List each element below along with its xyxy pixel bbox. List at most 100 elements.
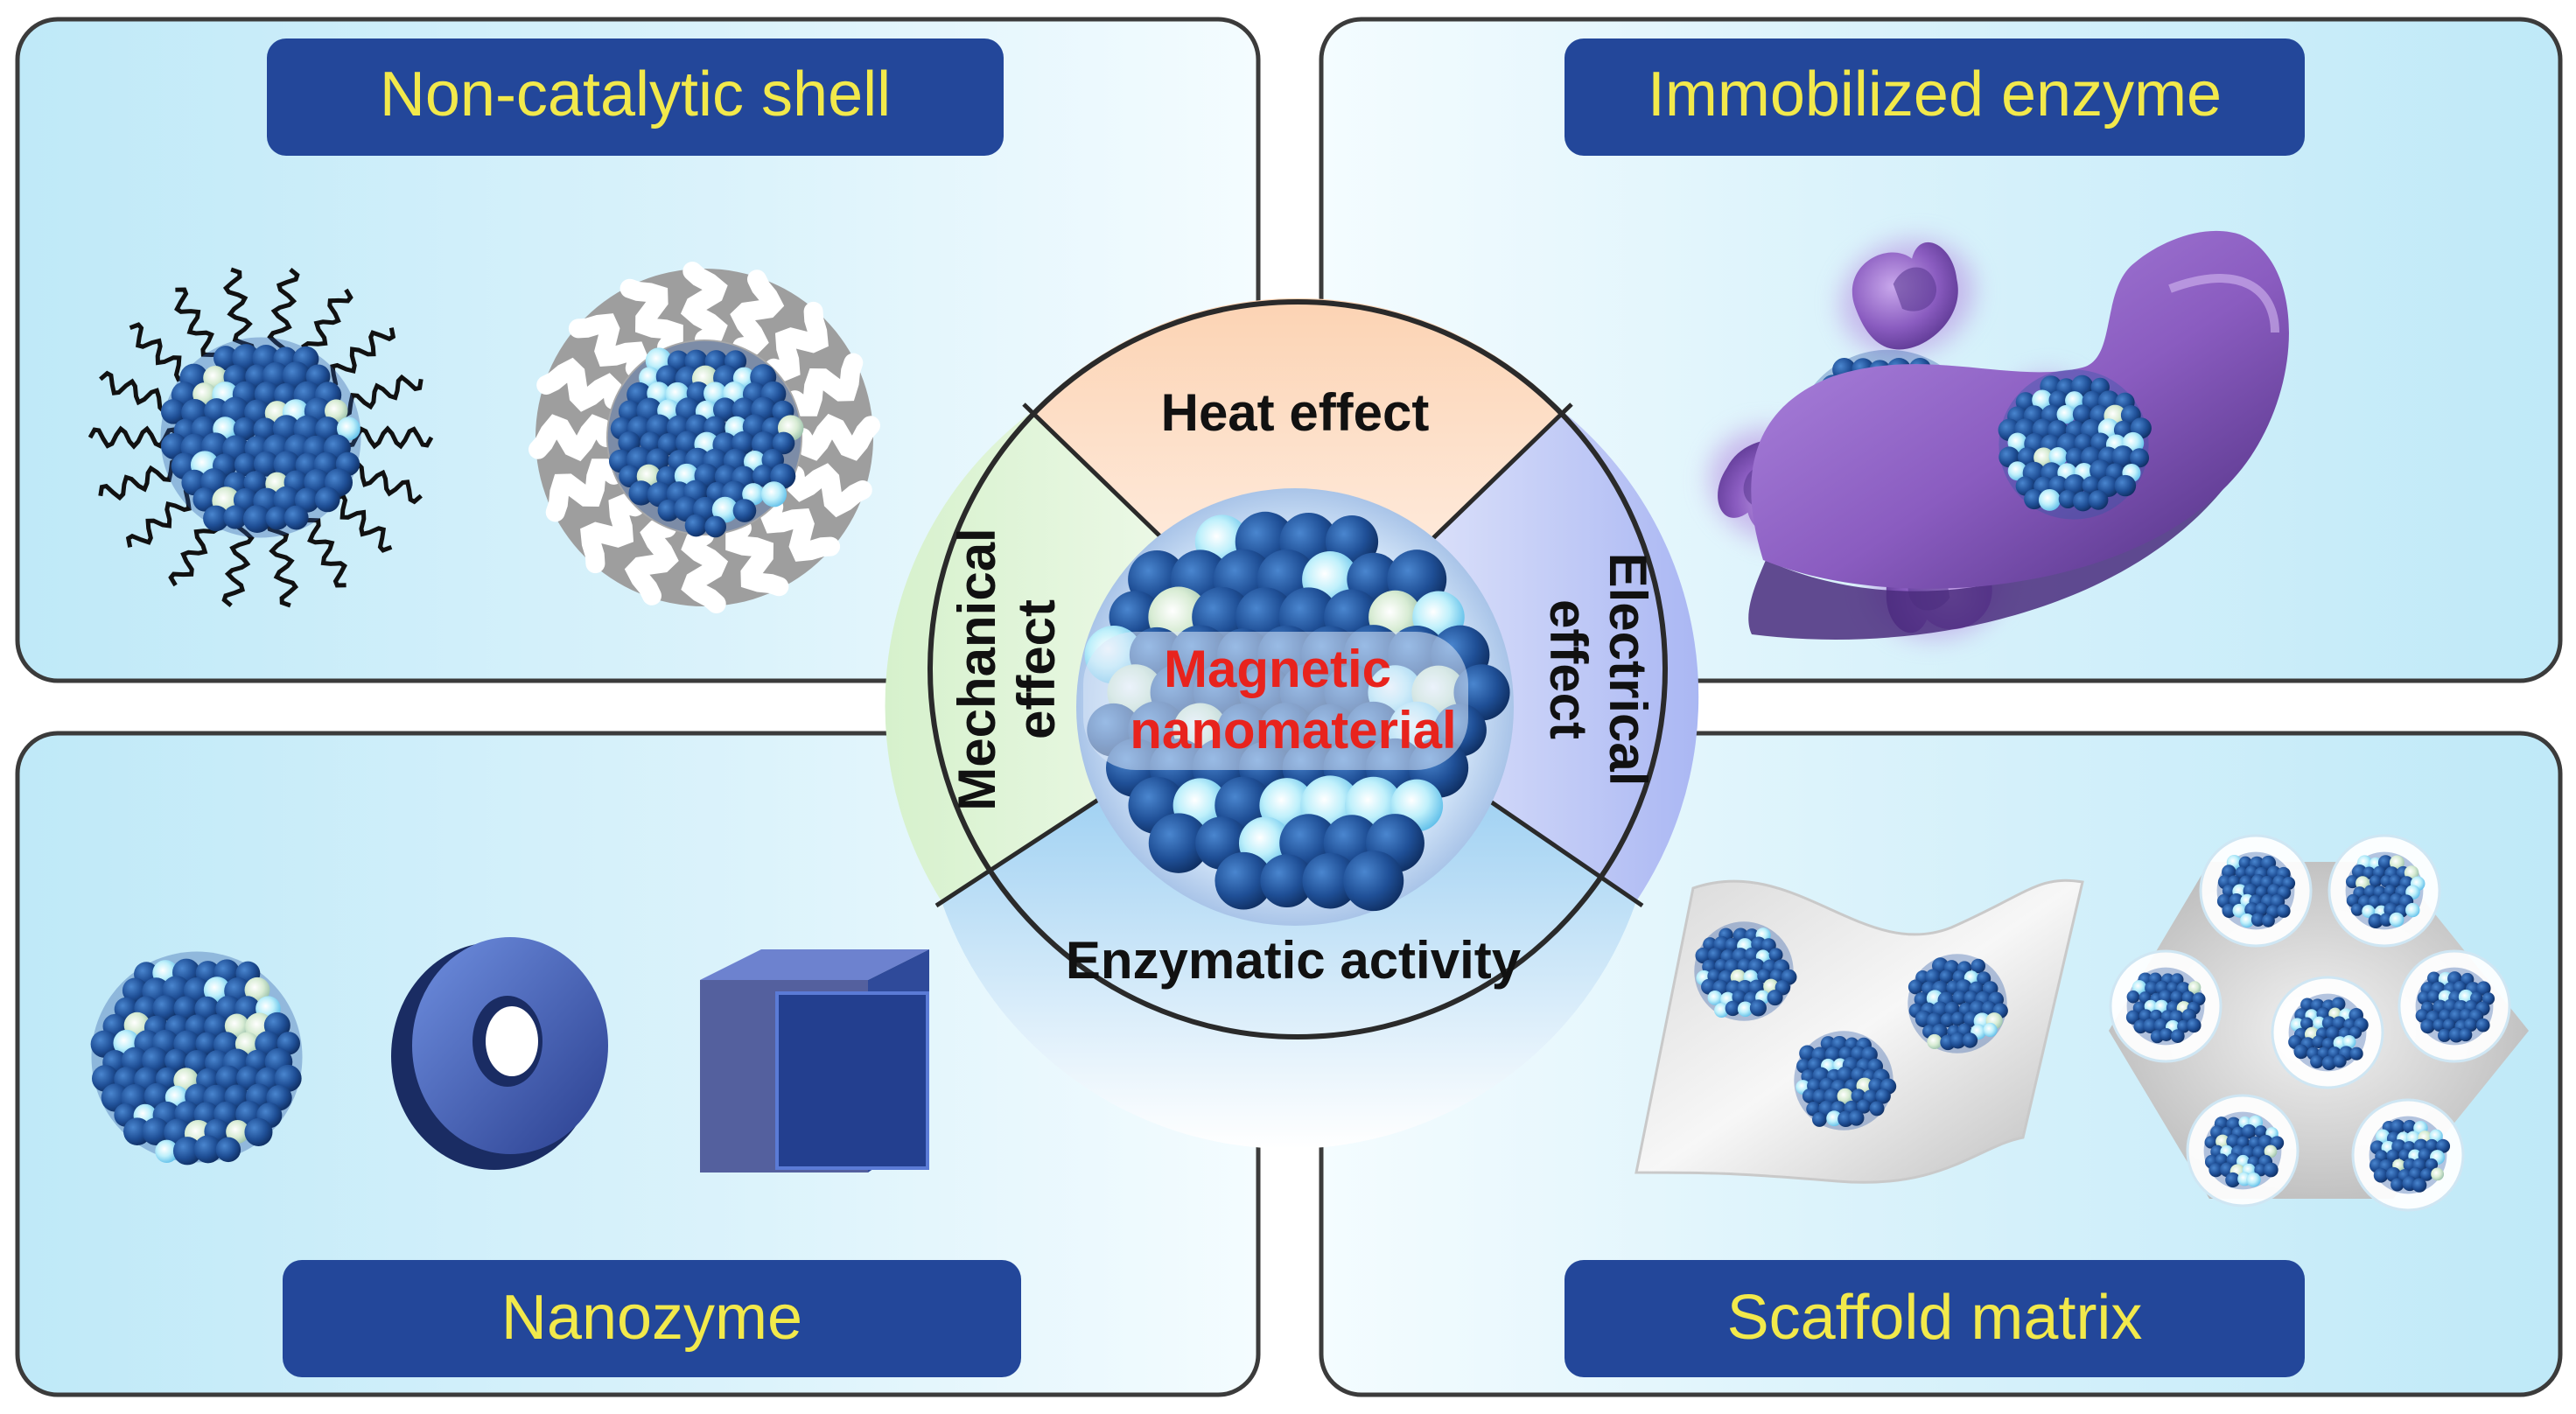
nanoparticle-atom xyxy=(2403,1119,2417,1134)
nanoparticle-atom xyxy=(1939,970,1954,984)
nanoparticle-atom xyxy=(1714,1003,1729,1018)
nanoparticle-atom xyxy=(1950,1032,1967,1049)
nanoparticle-atom xyxy=(657,499,680,522)
nanoparticle-atom xyxy=(684,514,708,537)
core-label-line1: Magnetic xyxy=(1164,640,1391,698)
title-box xyxy=(1564,1260,2305,1377)
nanoparticle-atom xyxy=(2405,902,2420,918)
nanoparticle-atom xyxy=(1857,1099,1872,1114)
nanoparticle-atom xyxy=(2065,447,2085,467)
ligand-chain xyxy=(221,517,255,608)
nanoparticle-atom xyxy=(1914,992,1929,1007)
nanoparticle-atom xyxy=(1732,990,1746,1004)
nanoparticle-atom xyxy=(2177,1019,2190,1033)
nanoparticle-atom xyxy=(1799,1045,1816,1062)
nanoparticle-atom xyxy=(2111,445,2134,468)
ligand-chain xyxy=(680,262,728,349)
nanoparticle-atom xyxy=(265,506,290,530)
ligand-chain xyxy=(580,494,645,574)
nanoparticle-atom xyxy=(619,465,641,488)
nanoparticle-atom xyxy=(314,486,340,513)
nanoparticle-atom xyxy=(2313,1016,2326,1030)
core-label-line2: nanomaterial xyxy=(1130,701,1456,760)
nanoparticle-cluster xyxy=(1998,369,2152,520)
nanoparticle-atom xyxy=(193,1135,222,1164)
nanoparticle-atom xyxy=(2362,866,2376,879)
nanoparticle-atom xyxy=(2351,864,2368,880)
nanoparticle-atom xyxy=(1875,1088,1891,1104)
large-enzyme-encapsulating-nanoparticle xyxy=(1748,230,2289,640)
nanoparticle-atom xyxy=(2038,488,2061,511)
nanoparticle-atom xyxy=(2426,990,2441,1004)
nanoparticle-atom xyxy=(2225,1172,2241,1188)
core-atom xyxy=(1214,851,1273,910)
nanoparticle-atom xyxy=(234,452,258,477)
nanoparticle-atom xyxy=(1707,990,1723,1005)
title-box xyxy=(1564,38,2305,156)
nanoparticle-atom xyxy=(164,1048,188,1073)
nanoparticle-cluster xyxy=(2415,967,2496,1046)
nanoparticle-atom xyxy=(253,417,277,442)
nanoparticle-atom xyxy=(173,996,199,1021)
nanoparticle-atom xyxy=(2312,1035,2326,1049)
nanoparticle-atom xyxy=(2241,1124,2257,1139)
sector-heat-effect xyxy=(1032,298,1563,669)
nanoparticle-atom xyxy=(2300,998,2314,1012)
nanoparticle-atom xyxy=(284,505,309,530)
nanoparticle-atom xyxy=(2389,874,2403,888)
nanoparticle-atom xyxy=(2432,1018,2446,1032)
nanoparticle-atom xyxy=(2126,990,2140,1004)
ligand-chain xyxy=(730,270,785,357)
nanoparticle-atom xyxy=(2431,1167,2445,1181)
nanoparticle-atom xyxy=(2143,1018,2159,1034)
nanoparticle-atom xyxy=(1962,1032,1978,1048)
title-box xyxy=(267,38,1004,156)
nanoparticle-atom xyxy=(2293,1044,2309,1060)
ligand-chain xyxy=(624,518,679,606)
heat-effect-label: Heat effect xyxy=(1161,383,1430,442)
nanoparticle-atom xyxy=(244,1117,273,1146)
nanoparticle-atom xyxy=(628,480,654,506)
nanoparticle-atom xyxy=(2181,990,2195,1004)
nanoparticle-cluster xyxy=(2125,967,2206,1046)
nanoparticle-atom xyxy=(2350,903,2364,916)
shell-coated-nanoparticle xyxy=(528,262,880,613)
nanoparticle-atom xyxy=(1749,999,1767,1017)
nanoparticle-atom xyxy=(2310,1054,2324,1068)
nanoparticle-atom xyxy=(1707,947,1724,963)
nanoparticle-atom xyxy=(2254,1163,2267,1177)
nanoparticle-atom xyxy=(2263,1162,2278,1178)
nanoparticle-cluster xyxy=(1694,921,1797,1021)
nanoparticle-atom xyxy=(2261,914,2275,928)
nanoparticle-atom xyxy=(192,486,218,512)
ligand-chain xyxy=(764,301,829,382)
nanoparticle-atom xyxy=(253,451,279,477)
nanoparticle-atom xyxy=(2342,1034,2356,1049)
nanoparticle-atom xyxy=(704,515,726,538)
nanoparticle-atom xyxy=(184,1049,210,1075)
wavy-sheet-scaffold xyxy=(1634,878,2084,1184)
nanoparticle-atom xyxy=(1826,1110,1843,1127)
hexagonal-scaffold xyxy=(2109,834,2529,1212)
nanoparticle-atom xyxy=(243,471,268,494)
nanoparticle-atom xyxy=(2170,990,2184,1004)
nanoparticle-atom xyxy=(2088,490,2109,510)
panel-title: Immobilized enzyme xyxy=(1648,60,2222,130)
nanoparticle-atom xyxy=(2204,1136,2217,1149)
core-atom xyxy=(1148,813,1209,873)
ligand-chain xyxy=(681,526,729,613)
nanoparticle-atom xyxy=(2333,1054,2347,1068)
ligand-chain xyxy=(125,485,199,548)
ligand-chain xyxy=(323,327,396,390)
ligand-coated-nanoparticle xyxy=(88,267,434,608)
nanoparticle-atom xyxy=(2427,971,2441,985)
nanoparticle-atom xyxy=(2007,461,2027,481)
nanoparticle-atom xyxy=(215,1065,242,1091)
nanoparticle-atom xyxy=(2348,1026,2362,1040)
nanoparticle-atom xyxy=(2254,1125,2267,1138)
nanoparticle-atom xyxy=(172,1137,202,1166)
nanoparticle-atom xyxy=(223,505,248,529)
nanoparticle-atom xyxy=(1908,979,1923,995)
nanoparticle-cluster xyxy=(1694,921,2008,1130)
